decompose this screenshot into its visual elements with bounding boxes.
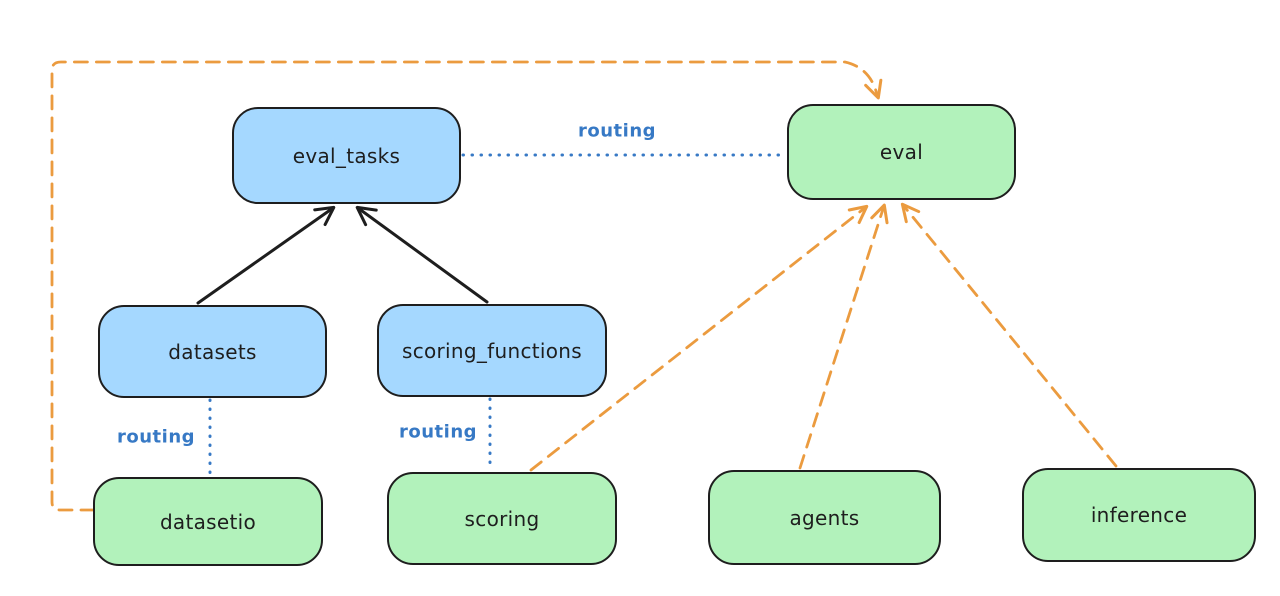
node-inference: inference — [1022, 468, 1256, 562]
node-label-eval_tasks: eval_tasks — [292, 143, 401, 168]
node-scoring: scoring — [387, 472, 617, 565]
edge-inference-to-eval — [900, 202, 1118, 468]
edge-scoring_functions-to-eval_tasks — [355, 205, 489, 304]
node-label-datasets: datasets — [168, 339, 257, 364]
node-datasetio: datasetio — [93, 477, 323, 566]
edge-agents-to-eval — [798, 203, 889, 470]
node-label-agents: agents — [789, 505, 860, 530]
node-eval: eval — [787, 104, 1016, 200]
node-label-scoring: scoring — [464, 506, 540, 531]
node-label-datasetio: datasetio — [159, 509, 257, 534]
routing-left-label: routing — [116, 426, 196, 448]
node-label-scoring_functions: scoring_functions — [401, 338, 583, 363]
routing-mid-label: routing — [398, 421, 478, 443]
edge-scoring-to-eval — [529, 204, 869, 472]
edge-datasetio-to-eval — [50, 60, 883, 512]
edge-datasets-to-eval_tasks — [196, 205, 336, 305]
node-label-eval: eval — [879, 140, 924, 164]
node-label-inference: inference — [1090, 503, 1188, 527]
node-agents: agents — [708, 470, 941, 565]
routing-top-label: routing — [577, 120, 657, 142]
node-scoring_functions: scoring_functions — [377, 304, 607, 397]
node-eval_tasks: eval_tasks — [232, 107, 461, 204]
node-datasets: datasets — [98, 305, 327, 398]
